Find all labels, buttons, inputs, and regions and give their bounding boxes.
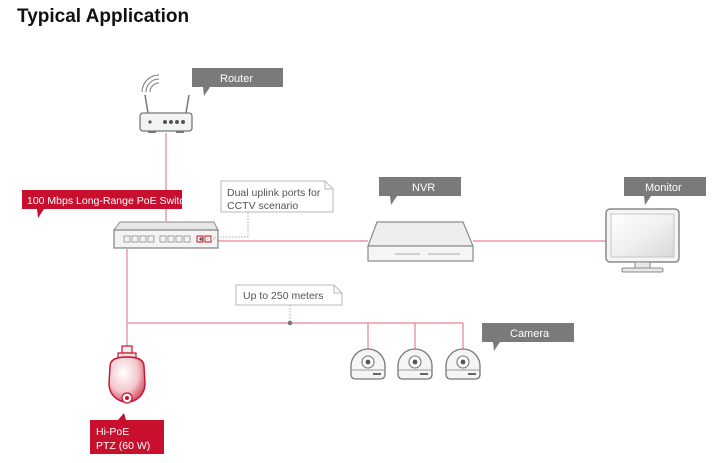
nvr-top-face bbox=[367, 221, 474, 247]
switch-top-face bbox=[113, 221, 219, 231]
connection-lines bbox=[126, 133, 608, 350]
switch-port bbox=[167, 235, 175, 243]
router-label: Router bbox=[220, 73, 253, 85]
switch-port bbox=[159, 235, 167, 243]
router-callout: Router bbox=[192, 68, 283, 96]
switch-port bbox=[123, 235, 131, 243]
router-foot bbox=[148, 131, 156, 133]
nvr-device bbox=[367, 221, 474, 262]
callout-bubble bbox=[90, 413, 164, 454]
monitor-label: Monitor bbox=[645, 182, 682, 194]
ptz-camera-device bbox=[108, 345, 146, 404]
note-box bbox=[220, 180, 334, 213]
uplink-note: Dual uplink ports for CCTV scenario bbox=[201, 180, 334, 240]
page-title: Typical Application bbox=[17, 6, 190, 27]
camera-lens-core bbox=[412, 359, 418, 365]
switch-port bbox=[175, 235, 183, 243]
ptz-label-line1: Hi-PoE bbox=[96, 426, 129, 438]
switch-port bbox=[183, 235, 191, 243]
nvr-icon bbox=[367, 245, 474, 262]
dome-camera-2 bbox=[397, 348, 433, 380]
uplink-port bbox=[196, 235, 204, 243]
callout-bubble bbox=[624, 177, 706, 205]
callout-bubble bbox=[192, 68, 283, 96]
note-leader-line bbox=[201, 212, 249, 240]
distance-note: Up to 250 meters bbox=[235, 284, 343, 326]
router-port bbox=[169, 120, 173, 124]
router-antenna-left bbox=[144, 94, 149, 114]
dome-camera-1 bbox=[350, 348, 386, 380]
router-port bbox=[163, 120, 167, 124]
router-foot bbox=[176, 131, 184, 133]
switch-port bbox=[131, 235, 139, 243]
camera-brand-mark bbox=[468, 373, 476, 375]
ptz-lens-core bbox=[125, 396, 129, 400]
switch-port bbox=[139, 235, 147, 243]
callout-bubble bbox=[379, 177, 461, 205]
callout-bubble bbox=[482, 323, 574, 351]
ptz-camera-icon bbox=[108, 356, 146, 403]
junction-dot bbox=[287, 320, 293, 326]
ptz-label-line2: PTZ (60 W) bbox=[96, 440, 150, 452]
uplink-note-line2: CCTV scenario bbox=[227, 200, 298, 212]
camera-brand-mark bbox=[373, 373, 381, 375]
nvr-label: NVR bbox=[412, 182, 435, 194]
switch-ports bbox=[123, 235, 191, 243]
note-box bbox=[235, 284, 343, 306]
uplink-note-line1: Dual uplink ports for bbox=[227, 187, 321, 199]
monitor-base bbox=[621, 267, 664, 273]
nvr-callout: NVR bbox=[379, 177, 461, 205]
wifi-signal-icon bbox=[141, 74, 160, 93]
router-antenna-right bbox=[185, 94, 190, 114]
camera-lens-core bbox=[460, 359, 466, 365]
camera-callout: Camera bbox=[482, 323, 574, 351]
poe-switch-device bbox=[113, 221, 219, 249]
callout-bubble bbox=[22, 190, 182, 218]
camera-brand-mark bbox=[420, 373, 428, 375]
distance-note-text: Up to 250 meters bbox=[243, 290, 324, 302]
camera-lens-core bbox=[365, 359, 371, 365]
switch-label: 100 Mbps Long-Range PoE Switch bbox=[27, 195, 191, 207]
switch-port bbox=[147, 235, 155, 243]
ptz-mount bbox=[121, 345, 133, 354]
router-device bbox=[139, 74, 193, 133]
monitor-neck bbox=[634, 261, 651, 269]
switch-callout: 100 Mbps Long-Range PoE Switch bbox=[22, 190, 191, 218]
monitor-callout: Monitor bbox=[624, 177, 706, 205]
ptz-callout: Hi-PoE PTZ (60 W) bbox=[90, 413, 164, 454]
router-port bbox=[175, 120, 179, 124]
monitor-screen bbox=[610, 213, 675, 258]
router-port bbox=[181, 120, 185, 124]
dome-camera-3 bbox=[445, 348, 481, 380]
router-led bbox=[148, 120, 152, 124]
camera-label: Camera bbox=[510, 328, 550, 340]
monitor-device bbox=[605, 208, 680, 273]
